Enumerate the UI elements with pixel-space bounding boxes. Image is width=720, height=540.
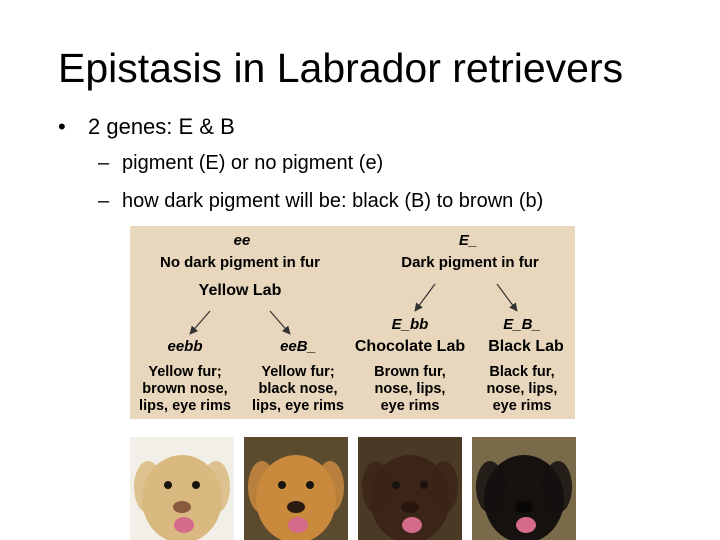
eebb-desc-line1: Yellow fur;: [148, 364, 222, 380]
eeB-description: Yellow fur; black nose, lips, eye rims: [240, 364, 356, 415]
E-B-description: Black fur, nose, lips, eye rims: [472, 364, 572, 415]
E-B-desc-line3: eye rims: [492, 398, 552, 414]
slide-title: Epistasis in Labrador retrievers: [58, 45, 624, 91]
sub-bullet-text-darkness: how dark pigment will be: black (B) to b…: [122, 190, 544, 212]
bullet-item-main: • 2 genes: E & B: [58, 112, 235, 142]
E-bb-description: Brown fur, nose, lips, eye rims: [358, 364, 462, 415]
sub-bullet-item-darkness: –how dark pigment will be: black (B) to …: [98, 188, 543, 214]
genotype-E: E_: [458, 232, 478, 249]
genotype-eeB: eeB_: [280, 338, 316, 355]
bullet-symbol: •: [58, 114, 66, 139]
black-lab-photo: [472, 437, 576, 540]
dark-pigment-label: Dark pigment in fur: [401, 254, 539, 271]
yellow-lab-brown-nose-photo: [130, 437, 234, 540]
E-bb-desc-line3: eye rims: [380, 398, 440, 414]
dash-symbol: –: [98, 152, 110, 174]
E-bb-desc-line2: nose, lips,: [374, 381, 446, 397]
black-lab-label: Black Lab: [488, 338, 564, 355]
arrow-to-E-B: [496, 283, 518, 312]
yellow-lab-label: Yellow Lab: [198, 282, 282, 299]
arrow-to-E-bb: [414, 283, 436, 312]
dash-symbol: –: [98, 190, 110, 212]
E-B-desc-line1: Black fur,: [489, 364, 555, 380]
arrow-to-eebb: [189, 310, 211, 335]
arrow-to-eeB: [269, 310, 291, 335]
lab-photo-row: [130, 437, 576, 540]
diagram-arrows: [189, 283, 518, 335]
bullet-text-main: 2 genes: E & B: [88, 114, 235, 139]
eebb-description: Yellow fur; brown nose, lips, eye rims: [130, 364, 240, 415]
E-B-desc-line2: nose, lips,: [486, 381, 558, 397]
E-bb-desc-line1: Brown fur,: [374, 364, 446, 380]
sub-bullet-item-pigment: –pigment (E) or no pigment (e): [98, 150, 383, 176]
epistasis-diagram: ee No dark pigment in fur Yellow Lab E_ …: [130, 226, 575, 419]
chocolate-lab-photo: [358, 437, 462, 540]
eebb-desc-line2: brown nose,: [142, 381, 228, 397]
genotype-E-B: E_B_: [503, 316, 541, 333]
yellow-lab-black-nose-photo: [244, 437, 348, 540]
eeB-desc-line2: black nose,: [258, 381, 338, 397]
eeB-desc-line1: Yellow fur;: [261, 364, 335, 380]
eeB-desc-line3: lips, eye rims: [252, 398, 344, 414]
chocolate-lab-label: Chocolate Lab: [354, 338, 466, 355]
genotype-eebb: eebb: [167, 338, 203, 355]
genotype-E-bb: E_bb: [391, 316, 429, 333]
genotype-ee: ee: [233, 232, 251, 249]
eebb-desc-line3: lips, eye rims: [139, 398, 231, 414]
sub-bullet-text-pigment: pigment (E) or no pigment (e): [122, 152, 384, 174]
no-dark-pigment-label: No dark pigment in fur: [159, 254, 320, 271]
